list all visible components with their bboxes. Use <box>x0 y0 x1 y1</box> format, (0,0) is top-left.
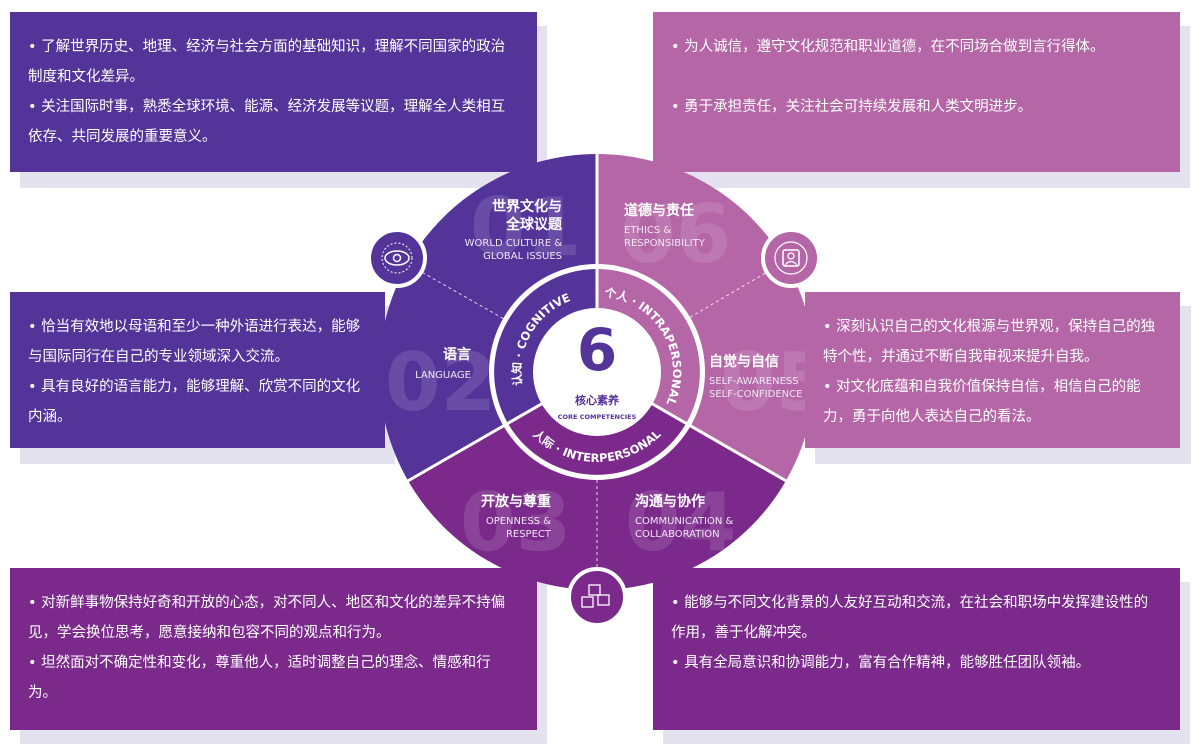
bullet-text: • 具有全局意识和协调能力，富有合作精神，能够胜任团队领袖。 <box>671 655 1091 671</box>
bullet-text: • 勇于承担责任，关注社会可持续发展和人类文明进步。 <box>671 99 1033 115</box>
segment-number: 03 <box>460 476 571 569</box>
label-en: SELF-CONFIDENCE <box>709 389 802 400</box>
label-zh: 语言 <box>443 346 471 363</box>
segment-number: 01 <box>470 181 581 274</box>
label-zh: 全球议题 <box>505 216 563 233</box>
label-en: WORLD CULTURE & <box>465 238 563 249</box>
label-en: COLLABORATION <box>635 529 720 540</box>
label-en: OPENNESS & <box>486 516 551 527</box>
portrait-icon <box>761 228 821 288</box>
box-ethics: • 为人诚信，遵守文化规范和职业道德，在不同场合做到言行得体。 • 勇于承担责任… <box>653 12 1180 172</box>
segment-number: 04 <box>625 476 736 569</box>
segment-number: 06 <box>620 188 731 281</box>
label-zh: 开放与尊重 <box>481 493 551 510</box>
label-en: SELF-AWARENESS <box>709 376 799 387</box>
eye-gear-icon <box>367 228 427 288</box>
center-subtitle: CORE COMPETENCIES <box>558 413 637 421</box>
box-world-culture: • 了解世界历史、地理、经济与社会方面的基础知识，理解不同国家的政治制度和文化差… <box>10 12 537 172</box>
bullet-text: • 能够与不同文化背景的人友好互动和交流，在社会和职场中发挥建设性的作用，善于化… <box>671 595 1149 641</box>
label-en: GLOBAL ISSUES <box>483 251 562 262</box>
label-en: COMMUNICATION & <box>635 516 733 527</box>
group-chat-icon <box>567 567 627 627</box>
center-number: 6 <box>577 316 617 384</box>
bullet-text: • 了解世界历史、地理、经济与社会方面的基础知识，理解不同国家的政治制度和文化差… <box>28 39 506 85</box>
label-en: RESPONSIBILITY <box>624 238 706 249</box>
center-title: 核心素养 <box>575 393 620 407</box>
label-zh: 世界文化与 <box>492 198 562 215</box>
box-communication: • 能够与不同文化背景的人友好互动和交流，在社会和职场中发挥建设性的作用，善于化… <box>653 568 1180 730</box>
box-openness: • 对新鲜事物保持好奇和开放的心态，对不同人、地区和文化的差异不持偏见，学会换位… <box>10 568 537 730</box>
bullet-text: • 关注国际时事，熟悉全球环境、能源、经济发展等议题，理解全人类相互依存、共同发… <box>28 99 506 145</box>
bullet-text: • 恰当有效地以母语和至少一种外语进行表达，能够与国际同行在自己的专业领域深入交… <box>28 319 361 365</box>
segment-number: 02 <box>385 336 496 429</box>
center-circle <box>533 308 661 436</box>
bullet-text: • 对文化底蕴和自我价值保持自信，相信自己的能力，勇于向他人表达自己的看法。 <box>823 379 1141 425</box>
bullet-text: • 坦然面对不确定性和变化，尊重他人，适时调整自己的理念、情感和行为。 <box>28 655 491 701</box>
label-zh: 道德与责任 <box>624 202 694 219</box>
label-zh: 自觉与自信 <box>709 353 779 370</box>
label-zh: 沟通与协作 <box>635 493 705 510</box>
label-en: ETHICS & <box>624 225 671 236</box>
box-language: • 恰当有效地以母语和至少一种外语进行表达，能够与国际同行在自己的专业领域深入交… <box>10 292 385 448</box>
bullet-text: • 具有良好的语言能力，能够理解、欣赏不同的文化内涵。 <box>28 379 361 425</box>
box-self-awareness: • 深刻认识自己的文化根源与世界观，保持自己的独特个性，并通过不断自我审视来提升… <box>805 292 1180 448</box>
bullet-text: • 深刻认识自己的文化根源与世界观，保持自己的独特个性，并通过不断自我审视来提升… <box>823 319 1156 365</box>
bullet-text: • 对新鲜事物保持好奇和开放的心态，对不同人、地区和文化的差异不持偏见，学会换位… <box>28 595 506 641</box>
label-en: RESPECT <box>506 529 552 540</box>
label-en: LANGUAGE <box>415 370 471 381</box>
bullet-text: • 为人诚信，遵守文化规范和职业道德，在不同场合做到言行得体。 <box>671 39 1105 55</box>
